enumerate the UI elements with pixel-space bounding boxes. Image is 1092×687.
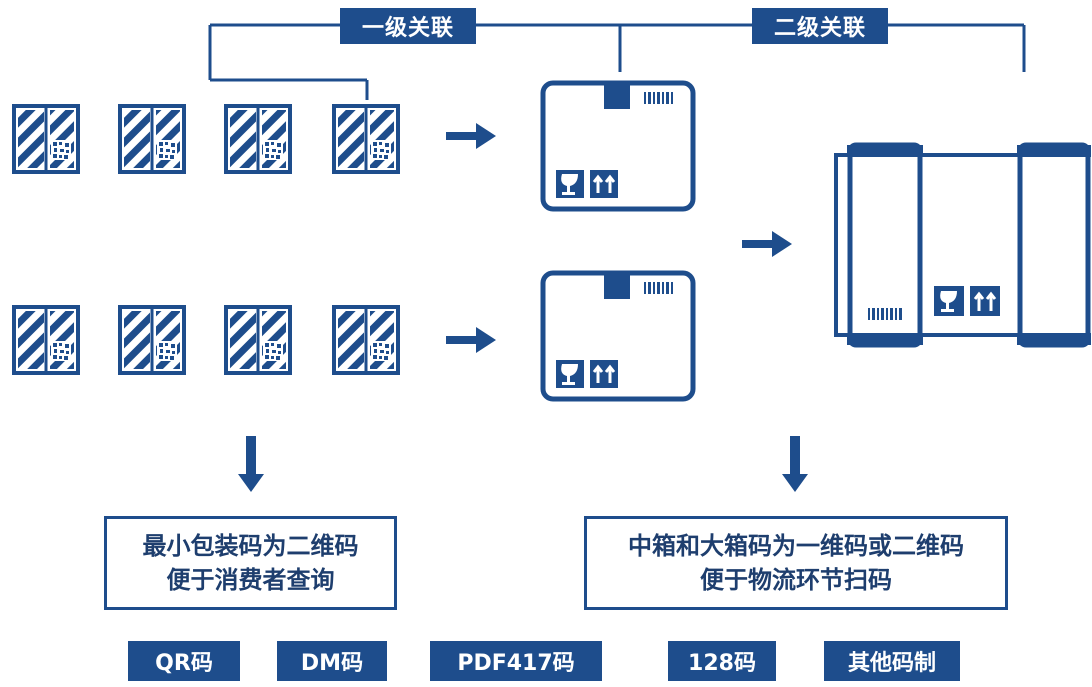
this-way-up-icon — [970, 286, 1000, 316]
level1-label: 一级关联 — [340, 8, 476, 44]
level2-label: 二级关联 — [752, 8, 888, 44]
small-package-icon — [12, 104, 400, 375]
left-note-line2: 便于消费者查询 — [166, 566, 335, 594]
right-note-box: 中箱和大箱码为一维码或二维码 便于物流环节扫码 — [584, 516, 1008, 610]
code-type-128: 128码 — [668, 641, 776, 681]
code-type-other: 其他码制 — [824, 641, 960, 681]
barcode-icon — [868, 308, 902, 320]
code-type-qr: QR码 — [128, 641, 240, 681]
arrow-right-icon — [446, 123, 792, 353]
right-note-line2: 便于物流环节扫码 — [700, 566, 892, 594]
medium-box-icon — [543, 83, 693, 399]
code-type-dm: DM码 — [277, 641, 387, 681]
arrow-down-icon — [238, 436, 808, 492]
large-box-icon — [834, 142, 1091, 348]
left-note-line1: 最小包装码为二维码 — [142, 532, 359, 560]
left-note-box: 最小包装码为二维码 便于消费者查询 — [104, 516, 397, 610]
code-type-pdf417: PDF417码 — [430, 641, 602, 681]
right-note-line1: 中箱和大箱码为一维码或二维码 — [628, 532, 964, 560]
